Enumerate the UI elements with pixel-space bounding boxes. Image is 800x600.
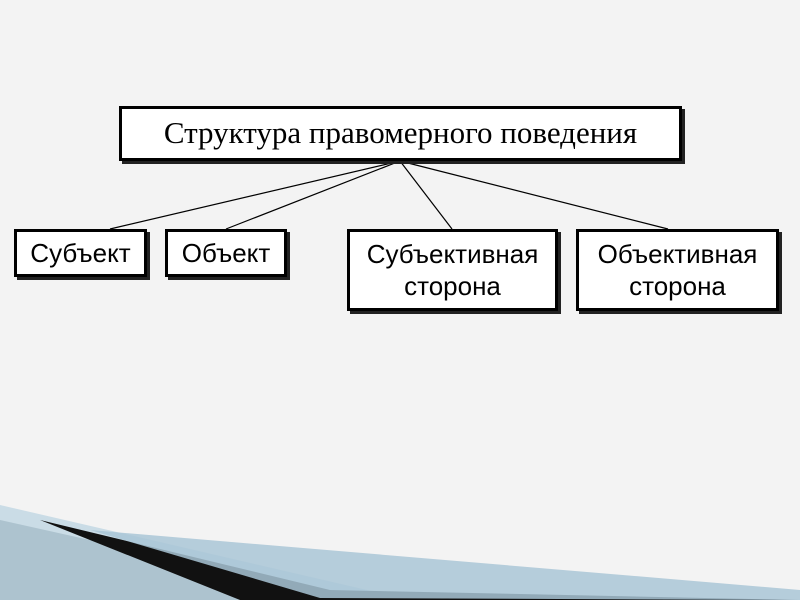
node-objective-side: Объективная сторона [576, 229, 779, 311]
connector-line-subjective-side [399, 160, 453, 230]
node-subjective-side-line-2: сторона [404, 271, 501, 301]
connector-line-subject [109, 160, 401, 230]
connector-line-object [225, 160, 401, 230]
root-node: Структура правомерного поведения [119, 106, 682, 161]
connector-line-objective-side [399, 160, 669, 230]
node-subjective-side: Субъективная сторона [347, 229, 558, 311]
node-object: Объект [165, 229, 287, 277]
node-objective-side-text: Объективная сторона [598, 238, 758, 303]
node-subjective-side-text: Субъективная сторона [367, 238, 539, 303]
root-node-label: Структура правомерного поведения [163, 115, 638, 151]
node-object-label: Объект [181, 237, 271, 268]
node-objective-side-line-1: Объективная [597, 238, 758, 269]
node-subjective-side-line-1: Субъективная [366, 238, 539, 269]
node-subject-label: Субъект [30, 237, 131, 268]
node-subject: Субъект [14, 229, 147, 277]
node-objective-side-line-2: сторона [629, 271, 726, 301]
